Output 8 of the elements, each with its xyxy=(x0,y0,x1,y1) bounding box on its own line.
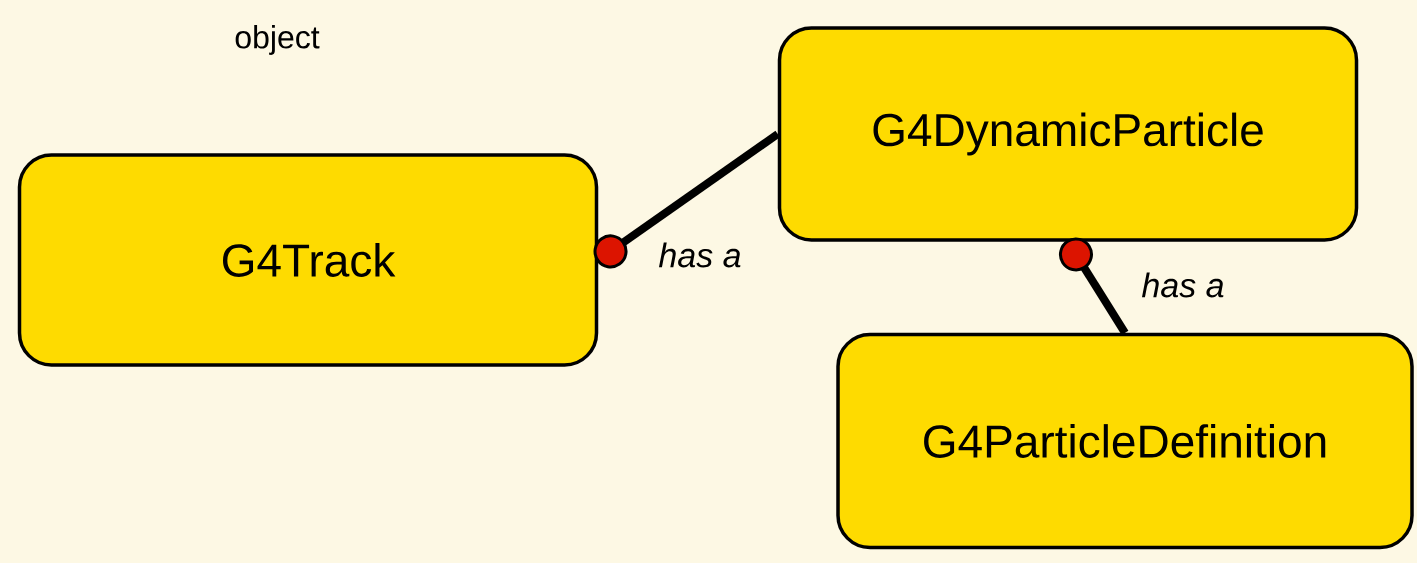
connector xyxy=(593,130,781,269)
edge-label: has a xyxy=(656,240,744,270)
class-box: G4DynamicParticle xyxy=(777,26,1359,242)
class-box: G4ParticleDefinition xyxy=(836,332,1414,550)
connector xyxy=(1059,237,1129,335)
class-box: G4Track xyxy=(17,153,599,367)
label: object xyxy=(235,25,320,55)
edge-label: has a xyxy=(1139,270,1227,300)
